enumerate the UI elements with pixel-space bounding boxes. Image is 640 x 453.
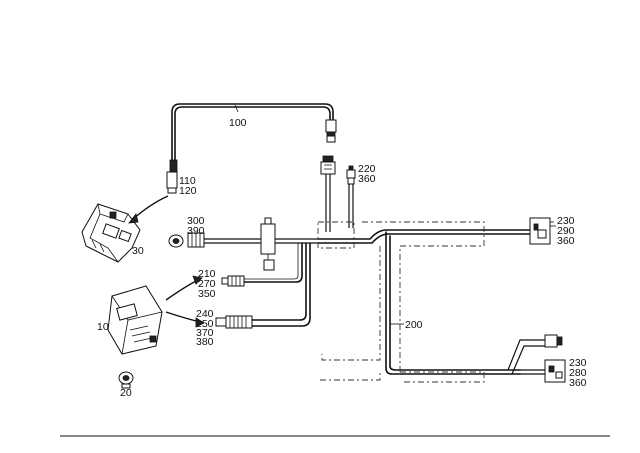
label-110: 110 [179,175,196,187]
label-290: 290 [557,225,575,237]
label-240: 240 [196,308,214,320]
connector-230-290-360 [529,217,554,245]
label-230-bottom: 230 [569,357,587,369]
label-220: 220 [358,163,376,175]
label-10: 10 [97,321,109,333]
label-100: 100 [229,117,247,129]
arrow-to-30 [131,195,169,221]
connector-top-main [320,155,336,232]
label-360-bottom: 360 [569,377,587,389]
label-360-right: 360 [557,235,575,247]
label-30: 30 [132,245,144,257]
wire-300 [204,238,262,244]
sensor-240-250-370-380 [215,315,253,329]
leader-lines [390,225,556,325]
arrow-to-240 [165,311,201,323]
arrowhead-210 [192,275,203,285]
label-350: 350 [198,288,216,300]
label-20: 20 [120,387,132,399]
label-120: 120 [179,185,197,197]
control-unit-10 [107,285,163,355]
component-30 [81,203,141,263]
connector-110-120 [166,159,178,194]
label-270: 270 [198,278,216,290]
connector-220-360 [346,165,356,228]
label-390: 390 [187,225,205,237]
arrow-to-210 [165,279,199,301]
wire-junction-to-main [275,238,318,244]
dashed-boundaries [317,221,485,383]
label-210: 210 [198,268,216,280]
sensor-300-390 [168,232,205,248]
arrowhead-30 [128,213,139,224]
label-370: 370 [196,327,214,339]
label-280: 280 [569,367,587,379]
connector-230-280-360 [507,334,566,383]
main-harness-200 [243,229,531,375]
label-200: 200 [405,319,423,331]
screw-20 [118,371,134,389]
label-230-right: 230 [557,215,575,227]
arrowhead-240 [195,317,205,328]
label-300: 300 [187,215,205,227]
label-360-top: 360 [358,173,376,185]
junction-box [260,217,276,271]
label-380: 380 [196,336,214,348]
sensor-210-270-350 [221,275,245,287]
cable-100 [171,103,337,171]
part-labels: 100 110 120 220 360 230 290 360 300 390 … [97,117,587,399]
label-250: 250 [196,318,214,330]
